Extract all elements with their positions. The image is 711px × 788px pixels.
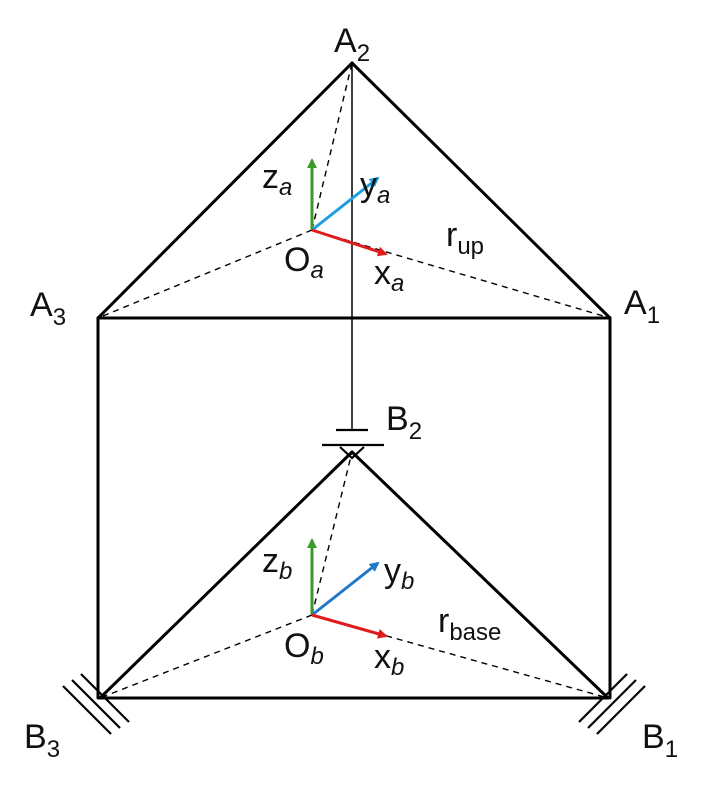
base-platform	[98, 450, 610, 700]
label-a3: A3	[30, 286, 66, 331]
label-origin-upper: Oa	[284, 241, 324, 284]
label-b2: B2	[386, 400, 422, 445]
radius-line-ob-b1	[311, 614, 609, 699]
radius-line-oa-a2	[311, 62, 353, 231]
label-y-upper: ya	[360, 166, 390, 209]
y-axis-base	[311, 561, 380, 617]
x-axis-base	[311, 613, 388, 639]
radius-line-oa-a1	[311, 229, 611, 319]
frame-upper-axes	[307, 158, 388, 257]
label-a2: A2	[334, 22, 370, 67]
legs	[96, 63, 612, 700]
joint-b3-symbol	[62, 673, 130, 735]
edge-b2-b3	[98, 450, 354, 700]
label-origin-base: Ob	[284, 627, 324, 670]
upper-platform	[96, 61, 612, 320]
label-z-base: zb	[262, 542, 292, 585]
radius-line-oa-a3	[97, 229, 313, 319]
radius-line-ob-b3	[99, 614, 313, 699]
label-x-base: xb	[374, 638, 404, 681]
joint-b1-symbol	[578, 673, 646, 735]
edge-a2-a3	[96, 61, 354, 320]
label-radius-upper: rup	[446, 216, 484, 260]
label-radius-base: rbase	[438, 602, 501, 646]
frame-base-axes	[307, 538, 388, 639]
label-b3: B3	[24, 718, 60, 763]
x-axis-upper	[311, 228, 388, 257]
y-axis-upper	[311, 176, 380, 232]
radius-line-ob-b2	[311, 451, 353, 616]
label-a1: A1	[624, 284, 660, 329]
label-y-base: yb	[384, 552, 414, 595]
label-z-upper: za	[262, 158, 292, 201]
label-x-upper: xa	[374, 254, 404, 297]
joint-b2-symbol	[322, 428, 384, 460]
label-b1: B1	[642, 718, 678, 763]
edge-a2-a1	[350, 61, 612, 320]
edge-b2-b1	[350, 450, 610, 700]
